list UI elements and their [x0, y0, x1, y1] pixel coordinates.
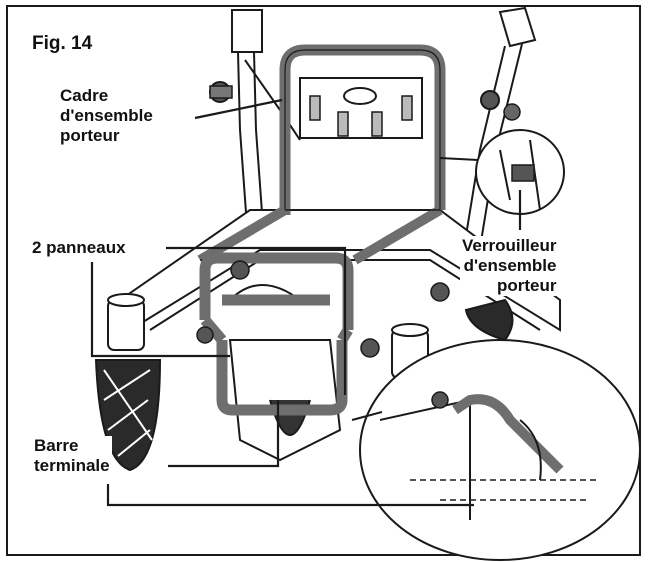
leader-end-bar-detail — [106, 484, 474, 507]
right-handle — [461, 6, 537, 261]
figure-border — [6, 5, 641, 556]
figure-number: Fig. 14 — [30, 33, 95, 54]
left-wheel — [94, 359, 162, 472]
leader-panels-left — [90, 262, 230, 358]
leader-carrier-frame — [194, 98, 283, 120]
tine-housing — [228, 284, 342, 462]
left-column — [107, 293, 145, 351]
carrier-frame — [279, 44, 446, 215]
side-knobs — [196, 260, 450, 358]
label-carrier-frame: Cadre d'ensemble porteur — [58, 86, 155, 146]
lock-detail-bubble — [439, 129, 565, 215]
leader-panels-right — [300, 246, 347, 395]
label-carrier-lock: Verrouilleur d'ensemble porteur — [460, 236, 559, 296]
label-end-bar: Barre terminale — [32, 436, 112, 476]
leader-lines — [90, 98, 522, 507]
label-panels: 2 panneaux — [30, 238, 128, 258]
front-basket — [199, 252, 354, 416]
left-knob — [209, 81, 233, 103]
right-wheel — [464, 298, 514, 342]
leader-end-bar — [168, 400, 280, 468]
right-knob — [480, 90, 521, 121]
